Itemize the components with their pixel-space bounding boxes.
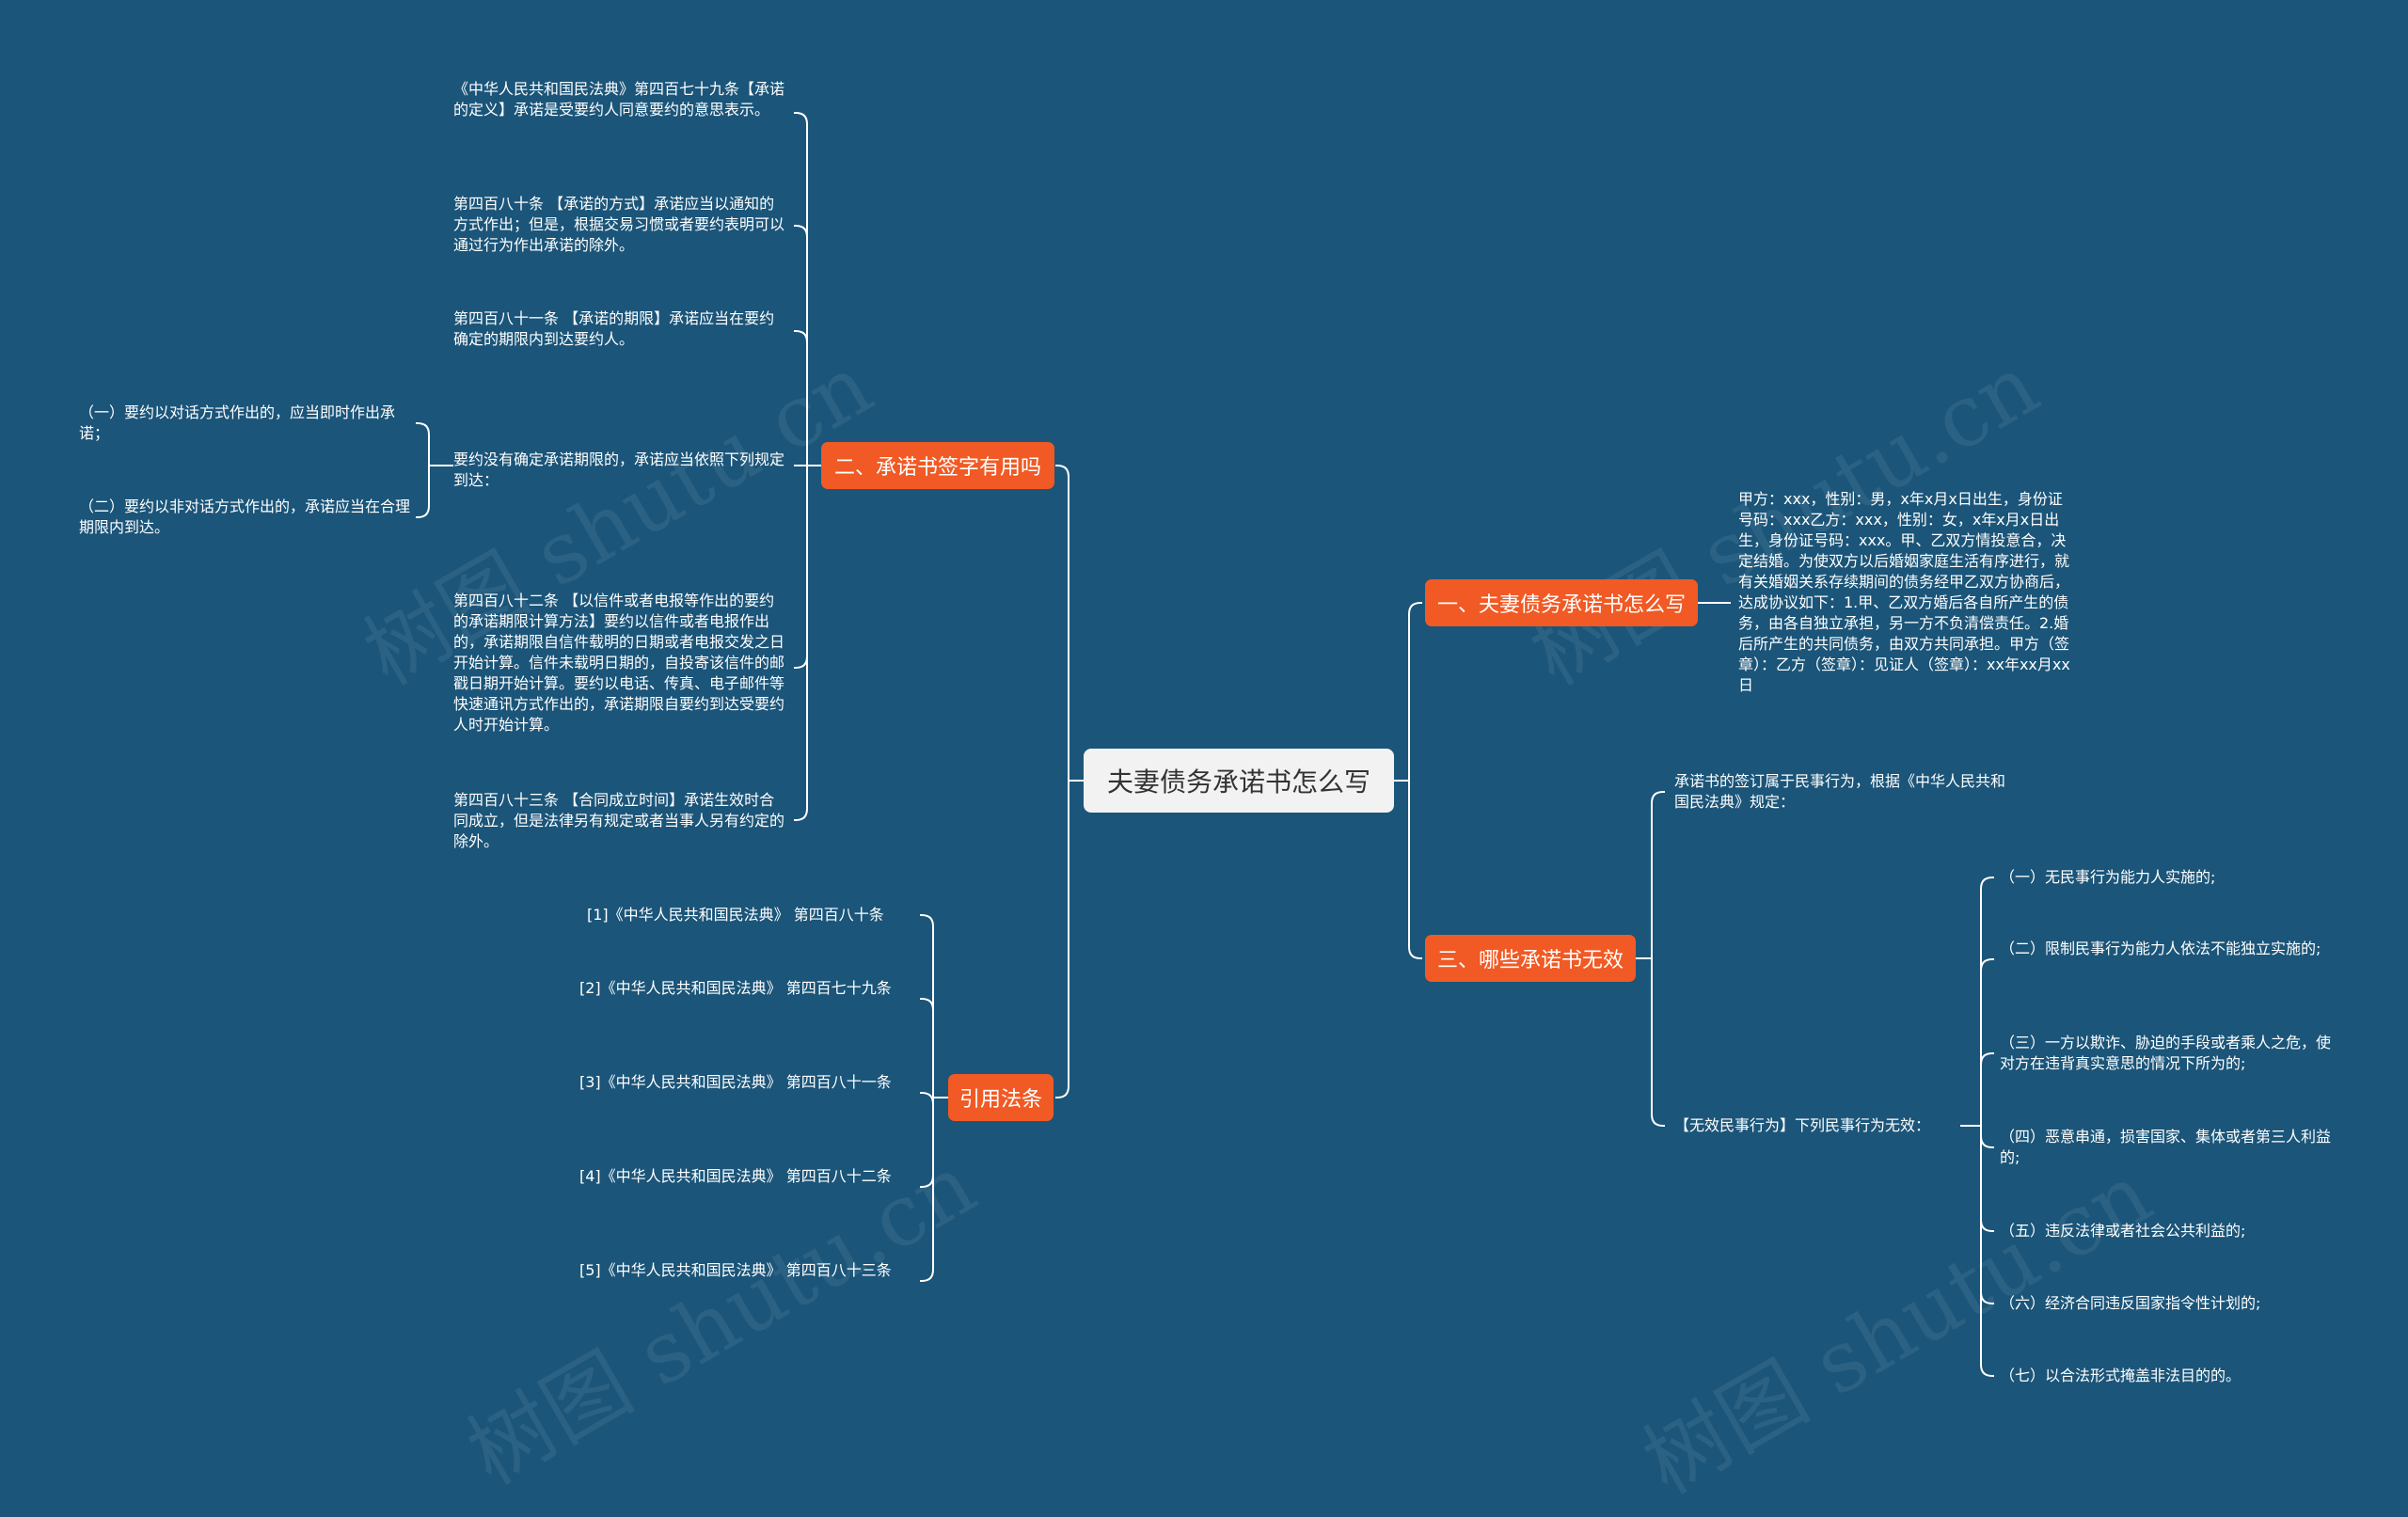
mindmap-canvas: 树图 shutu.cn 树图 shutu.cn 树图 shutu.cn 树图 s… xyxy=(79,80,2332,1513)
leaf-b2-article-482: 第四百八十二条 【以信件或者电报等作出的要约的承诺期限计算方法】要约以信件或者电… xyxy=(453,592,785,734)
leaf-b3-item-7: （七）以合法形式掩盖非法目的的。 xyxy=(2000,1367,2242,1384)
leaf-b2-article-479: 《中华人民共和国民法典》第四百七十九条【承诺的定义】承诺是受要约人同意要约的意思… xyxy=(453,80,785,119)
leaf-b3-item-5: （五）违反法律或者社会公共利益的; xyxy=(2000,1222,2246,1240)
b3-link-1 xyxy=(1651,958,1665,1127)
b4-link-2 xyxy=(920,1092,934,1105)
b3-link-0 xyxy=(1651,791,1665,958)
b2-link-4 xyxy=(794,466,808,669)
leaf-b2-non-dialog: （二）要约以非对话方式作出的，承诺应当在合理期限内到达。 xyxy=(79,498,411,536)
connector-lines xyxy=(416,112,1994,1377)
leaf-b3-item-4: （四）恶意串通，损害国家、集体或者第三人利益的; xyxy=(2000,1128,2332,1166)
b3-sub-link-0 xyxy=(1980,877,1994,1126)
root-right-link-1 xyxy=(1408,781,1422,959)
leaf-b4-ref-4: [4]《中华人民共和国民法典》 第四百八十二条 xyxy=(579,1167,892,1185)
leaf-b2-article-483: 第四百八十三条 【合同成立时间】承诺生效时合同成立，但是法律另有规定或者当事人另… xyxy=(453,791,785,850)
root-right-link-0 xyxy=(1408,602,1422,781)
leaf-b3-item-3: （三）一方以欺诈、胁迫的手段或者乘人之危，使对方在违背真实意思的情况下所为的; xyxy=(2000,1034,2332,1072)
root-left-link-0 xyxy=(1055,465,1069,781)
b2-link-2 xyxy=(794,330,808,466)
leaf-b3-item-1: （一）无民事行为能力人实施的; xyxy=(2000,868,2216,886)
root-left-link-1 xyxy=(1055,781,1069,1098)
b4-link-4 xyxy=(920,1098,934,1282)
b4-link-1 xyxy=(920,998,934,1098)
b4-link-0 xyxy=(920,914,934,1098)
leaf-b3-intro: 承诺书的签订属于民事行为，根据《中华人民共和国民法典》规定： xyxy=(1674,772,2006,811)
b2-link-1 xyxy=(794,225,808,466)
branch-node-1[interactable]: 一、夫妻债务承诺书怎么写 xyxy=(1425,579,1698,626)
leaf-b4-ref-1: [1]《中华人民共和国民法典》 第四百八十条 xyxy=(587,906,884,924)
leaf-b3-item-6: （六）经济合同违反国家指令性计划的; xyxy=(2000,1294,2261,1312)
leaf-b2-article-481: 第四百八十一条 【承诺的期限】承诺应当在要约确定的期限内到达要约人。 xyxy=(453,309,775,348)
leaf-b4-ref-3: [3]《中华人民共和国民法典》 第四百八十一条 xyxy=(579,1073,892,1091)
b3-sub-link-4 xyxy=(1980,1126,1994,1232)
root-node[interactable]: 夫妻债务承诺书怎么写 xyxy=(1084,749,1394,813)
leaf-b3-item-2: （二）限制民事行为能力人依法不能独立实施的; xyxy=(2000,940,2321,957)
b4-link-3 xyxy=(920,1098,934,1188)
b2-link-0 xyxy=(794,112,808,466)
leaf-b4-ref-5: [5]《中华人民共和国民法典》 第四百八十三条 xyxy=(579,1261,892,1279)
leaf-b4-ref-2: [2]《中华人民共和国民法典》 第四百七十九条 xyxy=(579,979,892,997)
branch-node-2[interactable]: 二、承诺书签字有用吗 xyxy=(821,442,1054,489)
leaf-b1-agreement-text: 甲方：xxx，性别：男，x年x月x日出生，身份证号码：xxx乙方：xxx，性别：… xyxy=(1738,490,2070,694)
b3-sub-link-1 xyxy=(1980,958,1994,1126)
b3-sub-link-6 xyxy=(1980,1126,1994,1377)
b3-sub-link-3 xyxy=(1980,1126,1994,1148)
b2-link-5 xyxy=(794,466,808,821)
b2-sub-link-0 xyxy=(416,422,430,466)
leaf-b3-invalid-acts: 【无效民事行为】下列民事行为无效： xyxy=(1674,1116,1931,1134)
branch-node-4[interactable]: 引用法条 xyxy=(948,1074,1054,1121)
leaf-b2-no-deadline: 要约没有确定承诺期限的，承诺应当依照下列规定到达： xyxy=(453,450,785,489)
branch-node-3[interactable]: 三、哪些承诺书无效 xyxy=(1425,935,1636,982)
b3-sub-link-2 xyxy=(1980,1052,1994,1126)
b2-sub-link-1 xyxy=(416,466,430,518)
leaf-b2-article-480: 第四百八十条 【承诺的方式】承诺应当以通知的方式作出；但是，根据交易习惯或者要约… xyxy=(453,195,785,254)
b3-sub-link-5 xyxy=(1980,1126,1994,1304)
leaf-b2-dialog: （一）要约以对话方式作出的，应当即时作出承诺； xyxy=(79,403,396,442)
